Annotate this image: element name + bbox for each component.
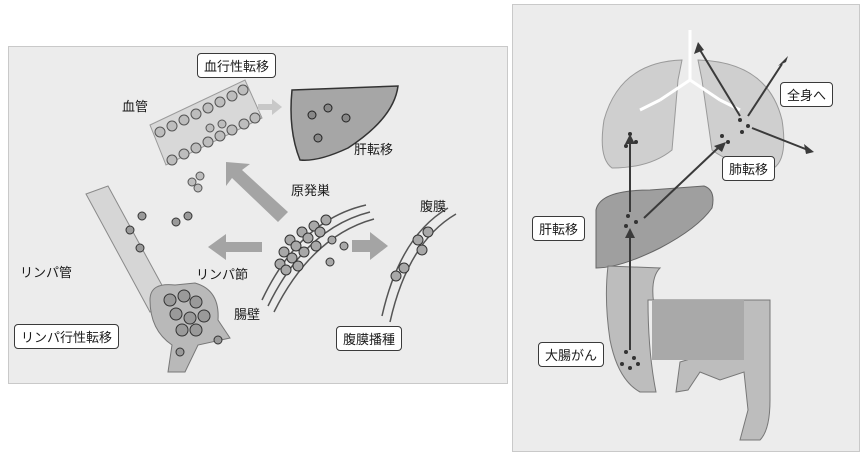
right-lung-metastasis-label: 肺転移 — [722, 156, 775, 181]
colorectal-cancer-label: 大腸がん — [538, 342, 604, 367]
whole-body-label: 全身へ — [780, 82, 833, 107]
right-liver-metastasis-label: 肝転移 — [532, 216, 585, 241]
right-liver-graphic — [596, 186, 713, 268]
